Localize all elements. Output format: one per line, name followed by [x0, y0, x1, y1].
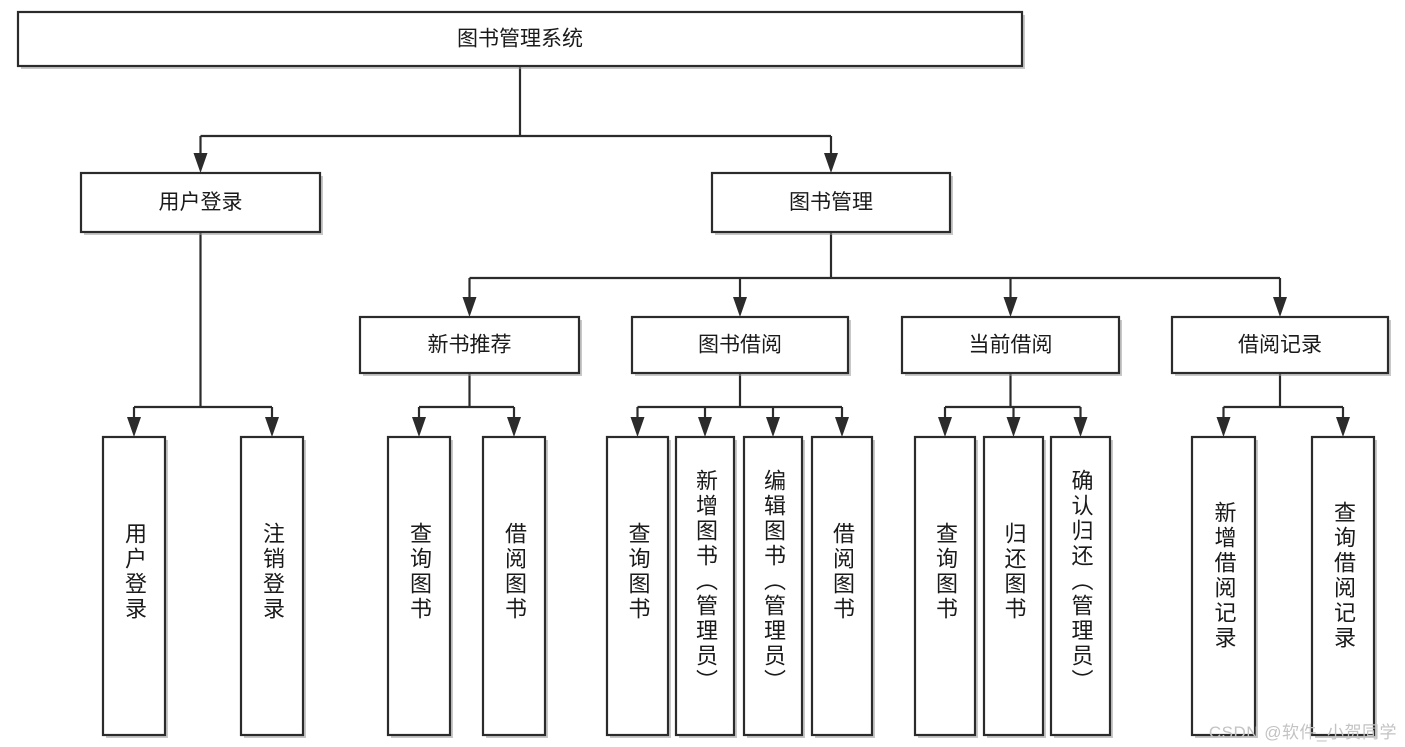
node-label-book-management: 图书管理 — [789, 191, 873, 214]
node-label-new-book-recommend: 新书推荐 — [428, 334, 512, 357]
arrow-head-icon-leaf-edit-book — [766, 417, 780, 437]
arrow-head-icon-leaf-query-record — [1336, 417, 1350, 437]
arrow-head-icon-leaf-add-record — [1216, 417, 1231, 437]
leaf-box-leaf-query-record[interactable] — [1310, 435, 1376, 737]
boxes-layer — [16, 10, 1391, 738]
node-label-current-borrow: 当前借阅 — [969, 334, 1053, 357]
leaf-box-leaf-query-book-1[interactable] — [386, 435, 452, 737]
arrow-head-icon-leaf-borrow-book-1 — [507, 417, 521, 437]
arrow-head-icon-borrow-record — [1273, 297, 1287, 317]
connectors-layer — [127, 66, 1350, 437]
root-node-label: 图书管理系统 — [457, 28, 583, 51]
leaf-box-leaf-user-login[interactable] — [101, 435, 167, 737]
leaf-box-leaf-edit-book[interactable] — [742, 435, 804, 737]
node-label-book-borrow: 图书借阅 — [698, 334, 782, 357]
arrow-head-icon-leaf-query-book-2 — [630, 417, 645, 437]
node-box-book-borrow[interactable] — [630, 315, 850, 375]
arrow-head-icon-new-book-recommend — [462, 297, 477, 317]
arrow-head-icon-current-borrow — [1003, 297, 1018, 317]
leaf-box-leaf-add-book[interactable] — [674, 435, 736, 737]
arrow-head-icon-leaf-add-book — [698, 417, 712, 437]
arrow-head-icon-leaf-return-book — [1006, 417, 1021, 437]
leaf-box-leaf-confirm-return[interactable] — [1049, 435, 1112, 737]
leaf-box-leaf-borrow-book-1[interactable] — [481, 435, 547, 737]
arrow-head-icon-leaf-logout-login — [265, 417, 279, 437]
leaf-box-leaf-logout-login[interactable] — [239, 435, 305, 737]
arrow-head-icon-leaf-query-book-3 — [938, 417, 952, 437]
node-box-user-login[interactable] — [79, 171, 322, 234]
node-label-user-login: 用户登录 — [159, 191, 243, 214]
arrow-head-icon-leaf-query-book-1 — [412, 417, 426, 437]
leaf-box-leaf-borrow-book-2[interactable] — [810, 435, 874, 737]
arrow-head-icon-leaf-borrow-book-2 — [835, 417, 849, 437]
leaf-box-leaf-query-book-3[interactable] — [913, 435, 977, 737]
arrow-head-icon-user-login — [193, 153, 208, 173]
arrow-head-icon-leaf-confirm-return — [1073, 417, 1088, 437]
leaf-box-leaf-return-book[interactable] — [982, 435, 1045, 737]
node-box-current-borrow[interactable] — [900, 315, 1121, 375]
arrow-head-icon-book-borrow — [733, 297, 747, 317]
arrow-head-icon-leaf-user-login — [127, 417, 141, 437]
node-box-new-book-recommend[interactable] — [358, 315, 581, 375]
node-label-borrow-record: 借阅记录 — [1238, 334, 1322, 357]
node-box-book-management[interactable] — [710, 171, 952, 234]
leaf-box-leaf-add-record[interactable] — [1190, 435, 1257, 737]
arrow-head-icon-book-management — [824, 153, 838, 173]
watermark-text: CSDN @软件_小贺同学 — [1208, 723, 1397, 742]
leaf-box-leaf-query-book-2[interactable] — [605, 435, 670, 737]
root-node-box — [16, 10, 1024, 68]
node-box-borrow-record[interactable] — [1170, 315, 1390, 375]
